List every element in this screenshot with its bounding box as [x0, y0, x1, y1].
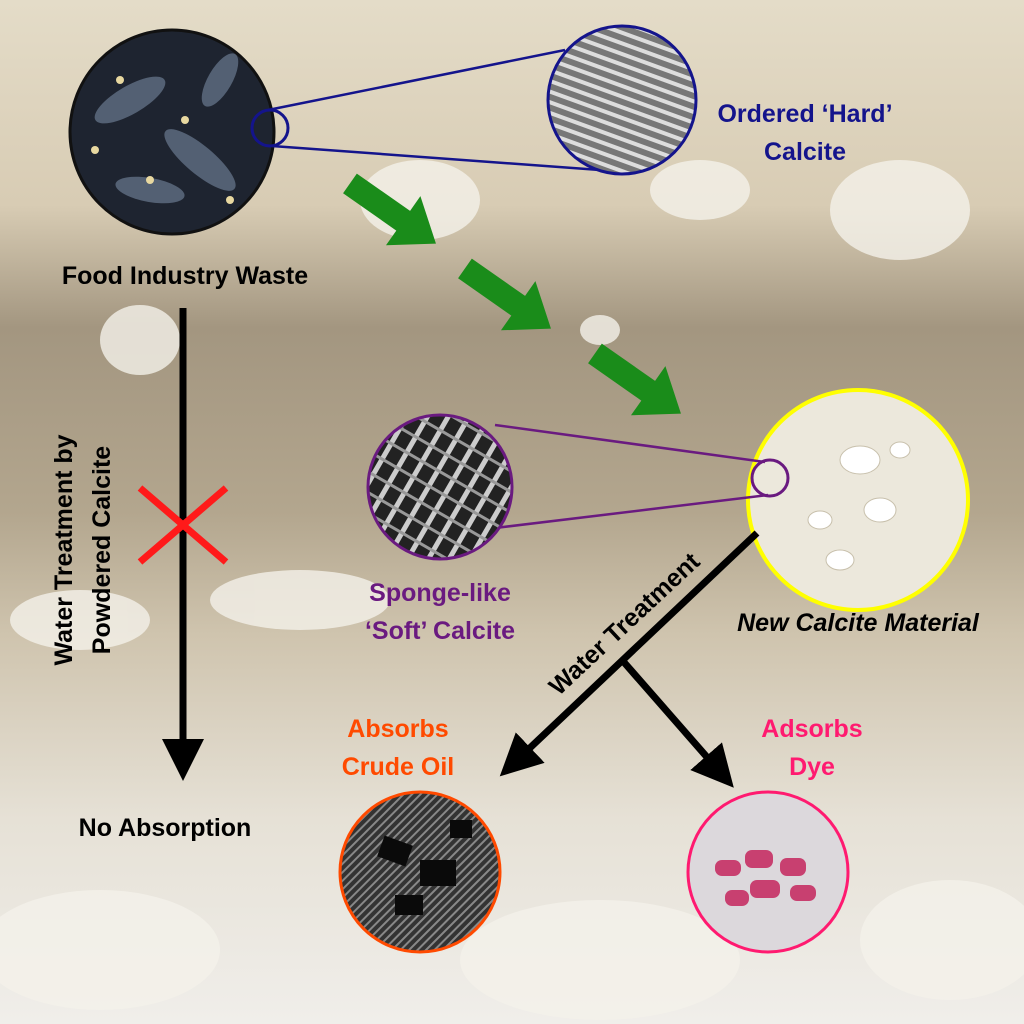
dye-image: [686, 790, 850, 954]
oil-label-2: Crude Oil: [342, 753, 455, 781]
oil-arrow: [499, 530, 760, 777]
powdered-label-2: Powdered Calcite: [88, 446, 116, 654]
new-calcite-image: [746, 388, 970, 612]
dye-label-2: Dye: [789, 753, 835, 781]
powdered-label-1: Water Treatment by: [50, 434, 78, 665]
soft-calcite-label-1: Sponge-like: [369, 579, 511, 607]
soft-calcite-sem-image: [366, 413, 514, 561]
green-process-arrows: [343, 173, 681, 416]
dye-label-1: Adsorbs: [761, 715, 862, 743]
no-absorption-label: No Absorption: [79, 814, 252, 842]
food-waste-label: Food Industry Waste: [62, 262, 308, 290]
new-material-label: New Calcite Material: [737, 609, 980, 637]
hard-calcite-sem-image: [546, 24, 698, 176]
cross-icon: [137, 485, 229, 565]
soft-zoom-origin: [750, 458, 790, 498]
hard-zoom-lines: [267, 48, 601, 172]
hard-calcite-label-2: Calcite: [764, 138, 846, 166]
foam-blobs: [0, 160, 1024, 1020]
dye-arrow: [619, 657, 734, 788]
oil-label-1: Absorbs: [347, 715, 448, 743]
soft-zoom-lines: [494, 423, 769, 530]
soft-calcite-label-2: ‘Soft’ Calcite: [365, 617, 515, 645]
hard-calcite-label-1: Ordered ‘Hard’: [717, 100, 892, 128]
hard-zoom-origin: [250, 108, 290, 148]
